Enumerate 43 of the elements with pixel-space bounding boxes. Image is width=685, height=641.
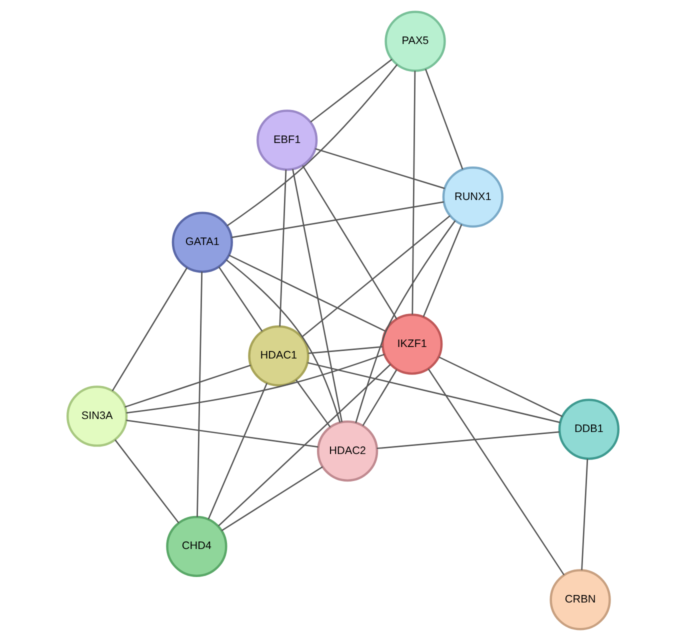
connector [310, 58, 392, 123]
connector [362, 369, 397, 426]
node-circle: HDAC2 [316, 420, 378, 482]
node-circle: PAX5 [384, 10, 446, 72]
node-circle: SIN3A [66, 386, 128, 447]
connector [220, 466, 322, 532]
node-circle: CRBN [549, 569, 610, 630]
connector [424, 68, 463, 170]
connector [218, 364, 390, 526]
connector [111, 267, 188, 392]
connector [411, 70, 416, 314]
connector [278, 170, 286, 326]
connector [422, 224, 462, 317]
node-circle: DDB1 [558, 398, 619, 460]
connector [354, 220, 456, 423]
connector [580, 458, 588, 570]
connector [302, 165, 397, 320]
node-circle: EBF1 [256, 110, 318, 171]
connector [308, 346, 382, 354]
connector [207, 382, 268, 520]
connector [124, 364, 250, 408]
connector [300, 215, 450, 338]
node-circle: RUNX1 [442, 166, 503, 228]
connector [314, 148, 444, 190]
connector [228, 254, 386, 332]
connector [126, 354, 384, 414]
connector [292, 168, 342, 422]
connector [427, 368, 564, 576]
node-circle: CHD4 [166, 516, 227, 577]
node-circle: IKZF1 [381, 314, 442, 375]
connector [306, 362, 560, 424]
connector [218, 266, 262, 332]
connector [196, 272, 202, 517]
connector [126, 420, 318, 448]
node-circle: HDAC1 [248, 325, 309, 386]
connector [231, 201, 444, 238]
connector [114, 439, 179, 524]
connector [226, 259, 340, 423]
connector [438, 356, 562, 418]
connector [295, 380, 330, 428]
node-circle: GATA1 [171, 212, 232, 273]
connector [226, 64, 398, 226]
connector [376, 431, 559, 450]
